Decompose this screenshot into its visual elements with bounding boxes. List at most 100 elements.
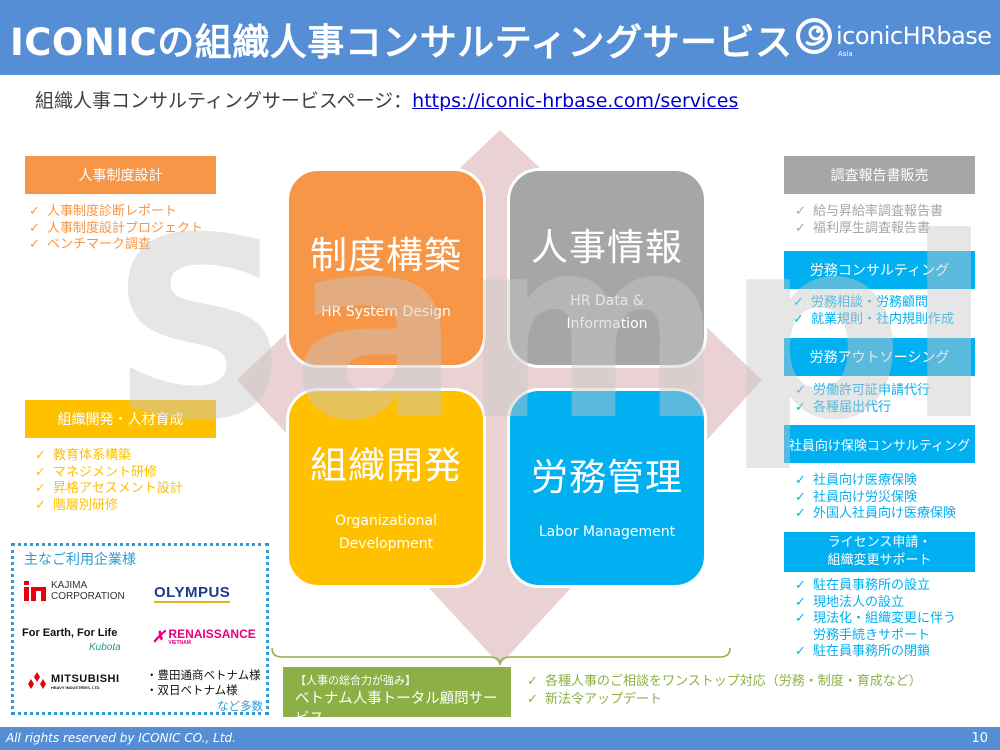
quadrant-organizational-development: 組織開発 Organizational Development [286,388,486,588]
quadrant-jp-label: 労務管理 [531,456,683,499]
header-bar: ICONICの組織人事コンサルティングサービス iconicHRbase Asi… [0,0,1000,75]
check-icon: ✓ [527,692,538,707]
check-icon: ✓ [35,497,46,513]
copyright-text: All rights reserved by ICONIC CO., Ltd. [6,731,236,745]
category-header-hr-system: 人事制度設計 [25,156,216,194]
check-icon: ✓ [35,481,46,496]
list-item: ✓ベンチマーク調査 [29,237,152,252]
list-item: ✓新法令アップデート [527,692,663,707]
check-icon: ✓ [29,204,40,219]
quadrant-en-label-2: Development [338,536,434,552]
list-item: ✓社員向け医療保険 [795,473,918,488]
clients-more-label: など多数 [217,699,263,713]
check-icon: ✓ [795,473,806,488]
check-icon: ✓ [35,464,46,480]
quadrant-en-label: Organizational [335,513,437,529]
list-item: ✓各種人事のご相談をワンストップ対応（労務・制度・育成など） [527,674,922,689]
category-header-license-support: ライセンス申請・ 組織変更サポート [784,532,975,572]
check-icon: ✓ [29,220,40,236]
category-list-license-support: ✓駐在員事務所の設立 ✓現地法人の設立 ✓現法化・組織変更に伴う 労務手続きサポ… [795,578,956,661]
list-item: ✓労務相談・労務顧問 [793,295,929,310]
quadrant-en-label: HR Data & [570,293,644,309]
quadrant-jp-label: 制度構築 [310,234,462,277]
company-logo: iconicHRbase Asia [796,18,992,58]
list-item: ✓現地法人の設立 [795,594,905,610]
category-list-hr-system: ✓人事制度診断レポート ✓人事制度設計プロジェクト ✓ベンチマーク調査 [29,204,203,254]
logo-text: iconicHRbase [836,22,992,50]
list-item: ✓駐在員事務所の設立 [795,578,931,593]
logo-subtext: Asia [838,50,853,58]
category-header-labor-outsourcing: 労務アウトソーシング [784,338,975,376]
category-list-labor-consulting: ✓労務相談・労務顧問 ✓就業規則・社内規則作成 [793,295,954,328]
list-item: ✓福利厚生調査報告書 [795,220,931,236]
quadrant-en-label: HR System Design [321,304,451,320]
list-item: ✓労働許可証申請代行 [795,383,931,398]
kubota-tagline: For Earth, For Life [22,627,118,639]
quadrant-labor-management: 労務管理 Labor Management [507,388,707,588]
list-item: 労務手続きサポート [813,627,931,643]
category-header-org-development: 組織開発・人材育成 [25,400,216,438]
list-item: ✓給与昇給率調査報告書 [795,204,944,219]
list-item: ✓人事制度診断レポート [29,204,178,219]
footer-bar: All rights reserved by ICONIC CO., Ltd. … [0,727,1000,750]
text-clients: ・豊田通商ベトナム様 ・双日ベトナム様 [146,668,261,697]
services-page-line: 組織人事コンサルティングサービスページ：https://iconic-hrbas… [35,86,738,113]
quadrant-hr-data: 人事情報 HR Data & Information [507,168,707,368]
services-page-label: 組織人事コンサルティングサービスページ： [35,90,413,112]
page-title: ICONICの組織人事コンサルティングサービス [10,21,793,64]
olympus-logo: OLYMPUS [154,584,231,603]
mitsubishi-logo: MITSUBISHI HEAVY INDUSTRIES, LTD. [26,672,120,692]
total-service-list: ✓各種人事のご相談をワンストップ対応（労務・制度・育成など） ✓新法令アップデー… [527,673,922,709]
quadrant-en-label-2: Information [566,316,648,332]
total-service-tagline: 【人事の総合力が強み】 [295,674,416,687]
category-list-org-development: ✓教育体系構築 ✓マネジメント研修 ✓昇格アセスメント設計 ✓階層別研修 [35,448,183,514]
category-list-employee-insurance: ✓社員向け医療保険 ✓社員向け労災保険 ✓外国人社員向け医療保険 [795,473,956,523]
total-service-title: ベトナム人事トータル顧問サービス [295,691,498,727]
services-page-link[interactable]: https://iconic-hrbase.com/services [412,90,739,112]
check-icon: ✓ [795,611,806,626]
list-item: ✓各種届出代行 [795,399,892,415]
list-item: ✓昇格アセスメント設計 [35,481,183,496]
check-icon: ✓ [795,220,806,236]
category-header-labor-consulting: 労務コンサルティング [784,251,975,289]
category-list-survey-reports: ✓給与昇給率調査報告書 ✓福利厚生調査報告書 [795,204,943,237]
total-service-box: 【人事の総合力が強み】 ベトナム人事トータル顧問サービス [283,667,511,727]
renaissance-mark-icon: ✗ [152,629,166,646]
check-icon: ✓ [795,399,806,415]
page-number: 10 [971,731,988,746]
category-list-labor-outsourcing: ✓労働許可証申請代行 ✓各種届出代行 [795,383,930,416]
check-icon: ✓ [795,204,806,219]
quadrant-en-label: Labor Management [538,524,676,540]
category-header-employee-insurance: 社員向け保険コンサルティング [784,425,975,463]
check-icon: ✓ [527,674,538,689]
check-icon: ✓ [795,644,806,659]
list-item: ✓階層別研修 [35,497,119,513]
quadrant-hr-system-design: 制度構築 HR System Design [286,168,486,368]
category-header-survey-reports: 調査報告書販売 [784,156,975,194]
list-item: ✓就業規則・社内規則作成 [793,311,955,327]
clients-box: 主なご利用企業様 KAJIMA CORPORATION OLYMPUS For … [11,543,269,715]
list-item: ✓マネジメント研修 [35,464,158,480]
list-item: ✓外国人社員向け医療保険 [795,506,957,521]
check-icon: ✓ [795,506,806,521]
kubota-logo: Kubota [89,642,121,653]
renaissance-logo: ✗ RENAISSANCE VIETNAM [152,627,256,646]
iconic-swirl-logo-icon [796,18,832,54]
check-icon: ✓ [35,448,46,463]
check-icon: ✓ [795,594,806,610]
list-item: ✓人事制度設計プロジェクト [29,220,204,236]
quadrant-jp-label: 人事情報 [531,226,683,269]
check-icon: ✓ [795,489,806,505]
list-item: ✓現法化・組織変更に伴う [795,611,957,626]
kajima-mark-icon [24,581,46,601]
kajima-logo: KAJIMA CORPORATION [24,580,125,602]
list-item: ✓教育体系構築 [35,448,132,463]
quadrant-jp-label: 組織開発 [310,444,462,487]
check-icon: ✓ [793,311,804,327]
clients-title: 主なご利用企業様 [24,552,136,568]
check-icon: ✓ [29,237,40,252]
list-item: ✓社員向け労災保険 [795,489,918,505]
check-icon: ✓ [795,578,806,593]
check-icon: ✓ [795,383,806,398]
check-icon: ✓ [793,295,804,310]
